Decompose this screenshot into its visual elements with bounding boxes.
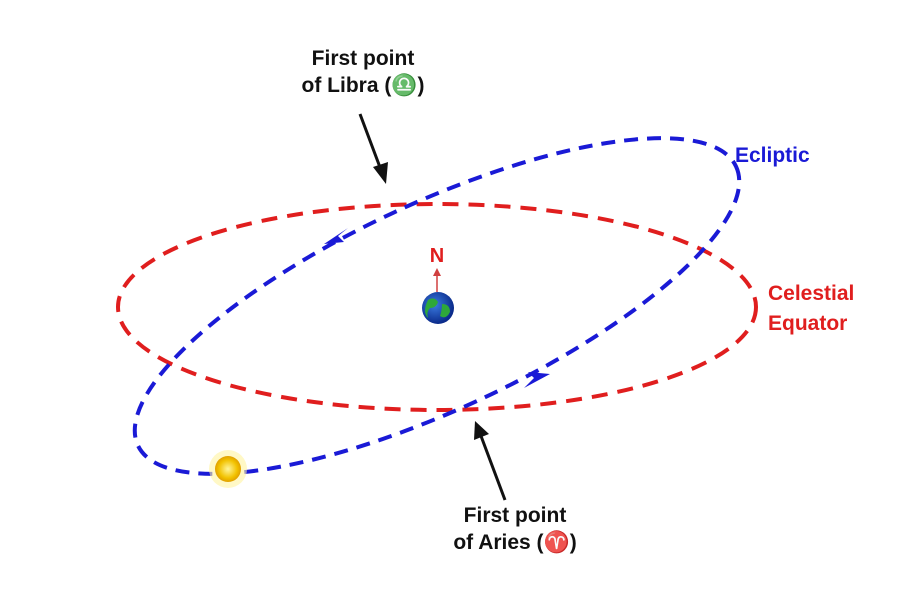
- celestial-equator-orbit: [116, 202, 758, 412]
- equator-label-line2: Equator: [768, 312, 848, 335]
- ecliptic-label: Ecliptic: [735, 144, 810, 167]
- ecliptic-direction-arrow: [324, 228, 348, 244]
- sun-icon: [209, 450, 247, 488]
- aries-label-line2: of Aries (♈): [453, 531, 577, 554]
- ecliptic-orbit: [132, 136, 742, 476]
- libra-label-line1: First point: [311, 47, 415, 70]
- libra-label: First point of Libra (♎): [268, 45, 458, 99]
- aries-pointer-arrow: [474, 421, 507, 501]
- libra-pointer-arrow: [358, 113, 388, 184]
- north-arrow-icon: [433, 268, 441, 292]
- equator-label-line1: Celestial: [768, 282, 855, 305]
- celestial-equator-label: Celestial Equator: [768, 279, 854, 339]
- ecliptic-direction-arrow: [524, 372, 550, 388]
- earth-icon: [422, 292, 454, 324]
- aries-label: First point of Aries (♈): [420, 502, 610, 556]
- libra-label-line2: of Libra (♎): [301, 74, 425, 97]
- north-label: N: [430, 245, 444, 267]
- aries-label-line1: First point: [463, 504, 567, 527]
